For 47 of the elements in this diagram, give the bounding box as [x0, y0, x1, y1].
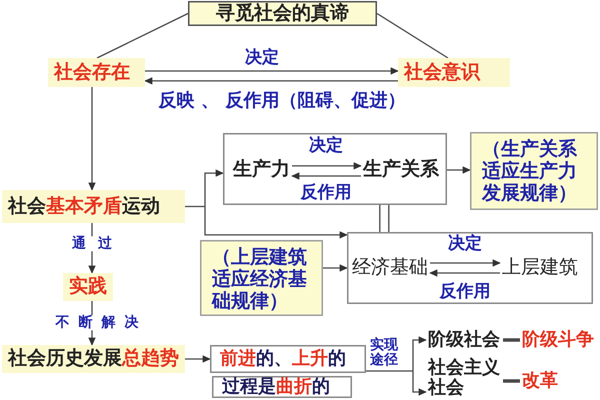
term-label: 生产关系 — [361, 158, 441, 182]
connector-line — [96, 12, 188, 59]
highlighted-term: 社会基本矛盾运动 — [2, 190, 185, 223]
double-line — [379, 204, 390, 233]
term-label: 生产力 — [231, 158, 292, 182]
arrow — [323, 264, 348, 272]
note-box: （生产关系适应生产力发展规律） — [470, 132, 598, 210]
arrow — [144, 77, 398, 84]
edge-label: 反作用 — [300, 184, 352, 202]
edge-label: 决定 — [448, 234, 482, 254]
highlighted-term: 社会历史发展总趋势 — [2, 345, 185, 373]
arrow — [204, 206, 348, 238]
arrow — [185, 356, 210, 362]
edge-label: 实现途径 — [370, 338, 398, 368]
arrow — [447, 166, 470, 174]
term-label: 阶级社会 — [426, 329, 503, 351]
text-box: 前进的、上升的 — [210, 345, 366, 373]
note-box: （上层建筑适应经济基础规律） — [200, 240, 323, 316]
term-label: 社会主义社会 — [426, 358, 503, 398]
connector-line — [503, 338, 520, 342]
connector-line — [503, 379, 520, 383]
title-box: 寻觅社会的真谛 — [188, 1, 377, 26]
connector-line — [185, 206, 205, 208]
term-label: 阶级斗争 — [520, 329, 597, 351]
highlighted-term: 实践 — [63, 273, 113, 301]
edge-label: 决定 — [309, 136, 343, 156]
arrow — [430, 270, 500, 276]
arrow — [204, 170, 224, 206]
edge-label: 决定 — [245, 48, 279, 68]
term-label: 上层建筑 — [500, 256, 580, 280]
text-box: 过程是曲折的 — [212, 376, 352, 398]
connector-line — [376, 12, 448, 59]
connector-line — [366, 370, 413, 372]
highlighted-term: 社会意识 — [398, 58, 510, 87]
arrow — [88, 87, 96, 190]
term-label: 经济基础 — [350, 256, 430, 280]
highlighted-term: 社会存在 — [48, 58, 145, 87]
group-box — [223, 133, 447, 205]
arrow — [292, 172, 361, 180]
arrow — [412, 371, 426, 396]
term-label: 改革 — [520, 370, 560, 392]
edge-label: 反作用 — [440, 282, 490, 302]
arrow — [292, 162, 362, 170]
arrow — [430, 260, 500, 266]
arrow — [145, 68, 398, 74]
group-box — [347, 232, 593, 304]
arrow — [412, 336, 426, 371]
